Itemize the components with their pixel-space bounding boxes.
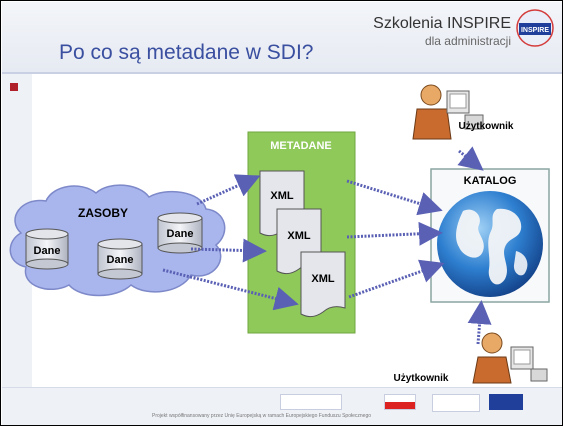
arrow: [457, 146, 484, 171]
arrow: [190, 238, 267, 263]
catalog-label: KATALOG: [464, 175, 517, 187]
arrow: [346, 179, 443, 216]
ue-logo: [489, 394, 523, 410]
data-label: Dane: [34, 245, 61, 257]
arrow: [467, 300, 492, 345]
footer: Projekt współfinansowany przez Unię Euro…: [2, 387, 562, 425]
xml-label: XML: [287, 230, 311, 242]
user-figure-top: Użytkownik: [412, 84, 514, 140]
arrows: [162, 146, 492, 345]
metadata-label: METADANE: [270, 140, 332, 152]
xml-label: XML: [270, 190, 294, 202]
data-cylinder: Dane: [157, 212, 203, 254]
brand-sub: dla administracji: [424, 34, 511, 48]
kapital-ludzki-logo: [280, 394, 342, 410]
flag-logo: [384, 394, 416, 410]
logo-text: INSPIRE: [521, 27, 549, 34]
partner-logo: [432, 394, 480, 412]
brand-main: Szkolenia INSPIRE: [373, 15, 511, 32]
user-figure-bottom: Użytkownik: [393, 332, 548, 384]
arrow: [196, 174, 261, 206]
arrow: [162, 268, 299, 311]
footer-text: Projekt współfinansowany przez Unię Euro…: [152, 413, 372, 419]
catalog-box: KATALOG: [430, 168, 550, 303]
arrow: [348, 259, 445, 299]
header-band: [2, 2, 562, 72]
xml-document: XML: [300, 251, 346, 318]
data-cylinder: Dane: [97, 238, 143, 280]
user-label: Użytkownik: [458, 121, 513, 132]
user-label: Użytkownik: [393, 373, 448, 384]
data-label: Dane: [107, 254, 134, 266]
arrow: [346, 221, 443, 246]
data-cylinder: Dane: [25, 228, 69, 270]
resources-label: ZASOBY: [78, 206, 128, 220]
bullet-marker: [10, 83, 18, 91]
page-title: Po co są metadane w SDI?: [59, 41, 314, 64]
header-divider: [2, 72, 562, 74]
brand: Szkolenia INSPIRE dla administracji: [331, 15, 511, 48]
inspire-logo: INSPIRE: [516, 9, 554, 47]
data-label: Dane: [167, 228, 194, 240]
xml-label: XML: [311, 273, 335, 285]
